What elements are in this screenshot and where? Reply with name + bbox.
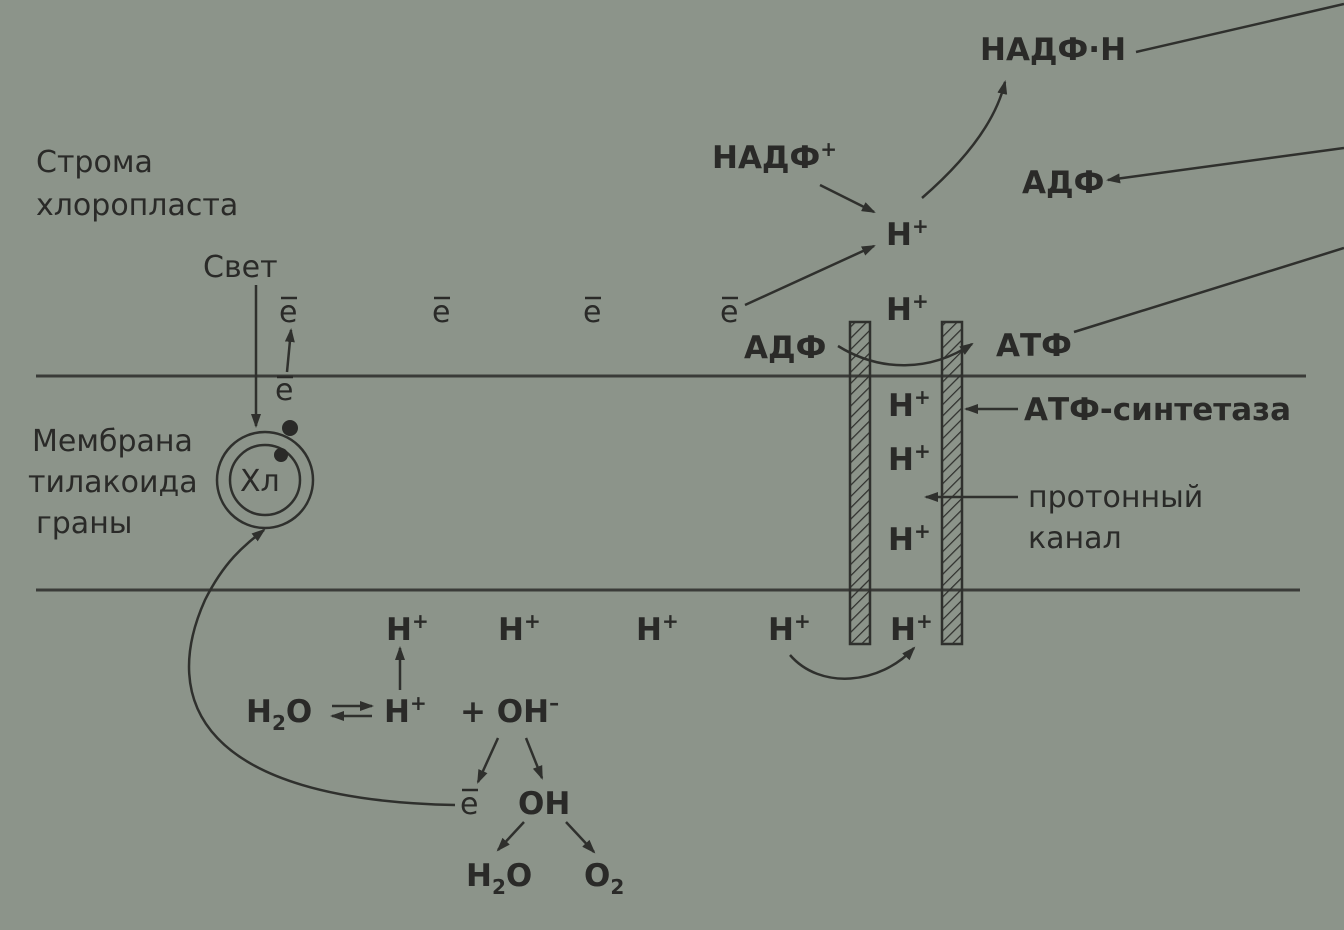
proton-channel-label-line2: канал <box>1028 521 1122 556</box>
proton-lumen-4: H+ <box>768 609 811 648</box>
proton-channel-1: H+ <box>888 385 931 424</box>
svg-text:e: e <box>432 295 450 330</box>
electron-return-arrow <box>187 528 456 807</box>
svg-text:H+: H+ <box>636 609 679 648</box>
electron-4: e <box>720 295 738 330</box>
svg-text:H+: H+ <box>888 385 931 424</box>
proton-into-channel-arrow <box>789 646 916 680</box>
svg-text:H2O: H2O <box>466 858 532 899</box>
atp-synthase-left-wall <box>848 320 872 646</box>
svg-text:H+: H+ <box>886 214 929 253</box>
hydroxide-ion: + OH– <box>460 691 559 730</box>
hydroxide-to-electron-arrow <box>476 737 500 784</box>
oxygen-product: O2 <box>584 858 624 899</box>
membrane-label-line3: граны <box>36 506 133 541</box>
adp-to-atp-arrow <box>837 342 974 367</box>
svg-text:O2: O2 <box>584 858 624 899</box>
proton-channel-3: H+ <box>888 519 931 558</box>
svg-text:H+: H+ <box>498 609 541 648</box>
electron-2: e <box>432 295 450 330</box>
proton-above-channel: H+ <box>886 289 929 328</box>
hydroxide-to-oh-arrow <box>524 737 544 780</box>
svg-text:H+: H+ <box>768 609 811 648</box>
adp-incoming-arrow <box>1106 146 1344 184</box>
svg-text:e: e <box>460 787 478 822</box>
svg-text:НАДФ+: НАДФ+ <box>712 137 837 176</box>
electron-up-arrow <box>284 328 295 373</box>
atp-synthase-right-wall <box>940 320 964 646</box>
membrane-label-line2: тилакоида <box>28 465 198 500</box>
water-product: H2O <box>466 858 532 899</box>
svg-text:H+: H+ <box>890 609 933 648</box>
svg-text:H+: H+ <box>888 439 931 478</box>
svg-text:H+: H+ <box>384 691 427 730</box>
atp-synthase-label: АТФ-синтетаза <box>1024 392 1291 428</box>
stroma-label-line1: Строма <box>36 145 153 180</box>
svg-text:H2O: H2O <box>246 694 312 735</box>
electron-dot <box>274 448 288 462</box>
chlorophyll-complex: Хл <box>215 420 315 530</box>
membrane-label-line1: Мембрана <box>32 424 193 459</box>
svg-text:+ OH–: + OH– <box>460 691 559 730</box>
nadp-to-proton-arrow <box>819 183 876 214</box>
electron-3: e <box>583 295 601 330</box>
atp-outgoing-line <box>1073 246 1344 334</box>
water-left: H2O <box>246 694 312 735</box>
electron-to-proton-arrow <box>744 244 876 307</box>
proton-lumen-2: H+ <box>498 609 541 648</box>
proton-lumen-3: H+ <box>636 609 679 648</box>
oh-to-oxygen-arrow <box>565 821 596 854</box>
nadph-outgoing-line <box>1135 2 1344 54</box>
proton-lumen-5: H+ <box>890 609 933 648</box>
svg-text:e: e <box>720 295 738 330</box>
electron-in-membrane: e <box>275 373 293 408</box>
oh-to-water-arrow <box>496 821 525 852</box>
proton-stroma-reaction: H+ <box>886 214 929 253</box>
stroma-label-line2: хлоропласта <box>36 188 238 223</box>
oh-radical: OH <box>518 786 570 822</box>
svg-text:H+: H+ <box>888 519 931 558</box>
svg-text:e: e <box>275 373 293 408</box>
svg-text:H+: H+ <box>386 609 429 648</box>
proton-to-nadph-arrow <box>921 80 1008 199</box>
svg-text:e: e <box>583 295 601 330</box>
atp-label: АТФ <box>996 328 1072 364</box>
svg-text:e: e <box>279 295 297 330</box>
proton-lumen-1: H+ <box>386 609 429 648</box>
proton-from-water: H+ <box>384 691 427 730</box>
equilibrium-arrows <box>330 701 374 721</box>
chlorophyll-label: Хл <box>240 464 280 499</box>
proton-channel-label-line1: протонный <box>1028 480 1203 515</box>
svg-text:H+: H+ <box>886 289 929 328</box>
adp-right-label: АДФ <box>1022 165 1104 201</box>
proton-channel-2: H+ <box>888 439 931 478</box>
nadp-plus-label: НАДФ+ <box>712 137 837 176</box>
electron-from-water: e <box>460 787 478 822</box>
light-label: Свет <box>203 250 278 285</box>
nadph-label: НАДФ·Н <box>980 32 1126 68</box>
electron-1: e <box>279 295 297 330</box>
adp-left-label: АДФ <box>744 330 826 366</box>
excited-electron-dot <box>282 420 298 436</box>
